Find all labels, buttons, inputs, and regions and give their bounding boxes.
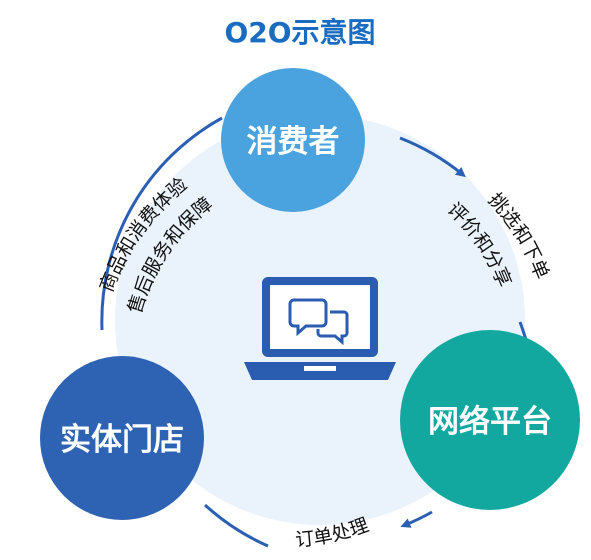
node-consumer-label: 消费者 <box>247 124 340 160</box>
diagram-title: O2O示意图 <box>224 16 375 49</box>
node-store-label: 实体门店 <box>60 422 184 458</box>
ring-segment-bottom-left <box>203 503 269 548</box>
laptop-chat-icon <box>244 277 396 380</box>
node-platform-label: 网络平台 <box>428 404 552 440</box>
ring-segment-left <box>100 116 223 331</box>
node-platform: 网络平台 <box>400 330 580 510</box>
ring-arrow-bottom <box>400 510 433 528</box>
node-consumer: 消费者 <box>221 68 365 212</box>
ring-arrow-top-right <box>399 136 466 178</box>
node-store: 实体门店 <box>40 356 204 520</box>
